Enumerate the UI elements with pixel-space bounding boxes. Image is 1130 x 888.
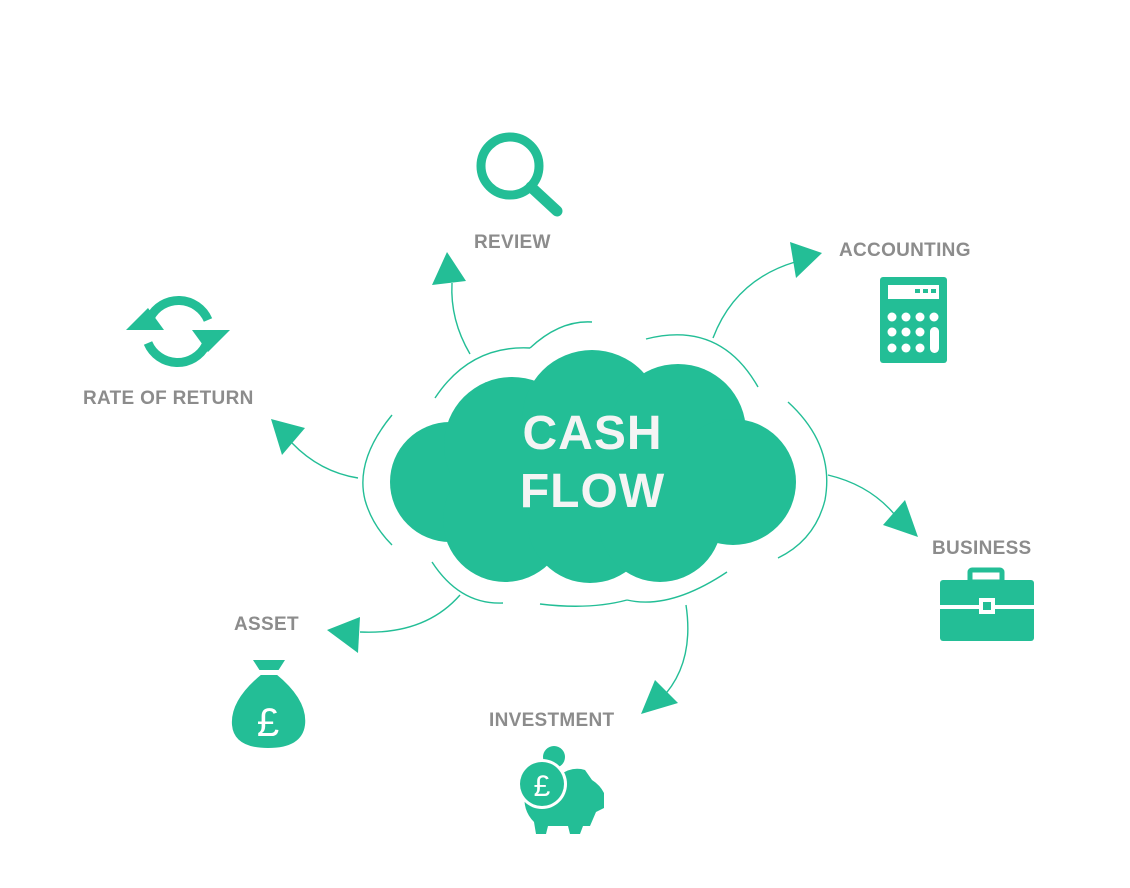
arrow-asset	[327, 617, 360, 653]
arrowheads	[271, 242, 918, 714]
arrow-rate-of-return	[271, 419, 305, 455]
calculator-icon	[880, 277, 947, 363]
label-accounting: ACCOUNTING	[839, 240, 971, 261]
arrow-review	[432, 252, 466, 285]
label-review: REVIEW	[474, 232, 551, 253]
piggy-bank-icon: £	[517, 746, 604, 834]
label-investment: INVESTMENT	[489, 710, 615, 731]
arrow-business	[883, 500, 918, 537]
magnifier-icon	[476, 132, 563, 217]
arrow-accounting	[790, 242, 822, 278]
cloud-outline-arcs	[362, 321, 828, 607]
refresh-icon	[143, 296, 213, 367]
label-rate-of-return: RATE OF RETURN	[83, 388, 254, 409]
cloud-shape	[390, 350, 796, 583]
connector-lines	[291, 261, 896, 701]
pound-sign: £	[534, 770, 551, 803]
label-asset: ASSET	[234, 614, 299, 635]
briefcase-icon	[940, 567, 1034, 641]
arrow-investment	[641, 680, 678, 714]
title-line-2: FLOW	[519, 465, 666, 518]
title-line-1: CASH	[522, 407, 663, 460]
pound-sign: £	[257, 701, 279, 745]
refresh-arrowheads	[126, 308, 230, 352]
money-bag-icon: £	[231, 660, 306, 748]
cash-flow-title: CASH FLOW	[490, 405, 695, 521]
label-business: BUSINESS	[932, 538, 1032, 559]
